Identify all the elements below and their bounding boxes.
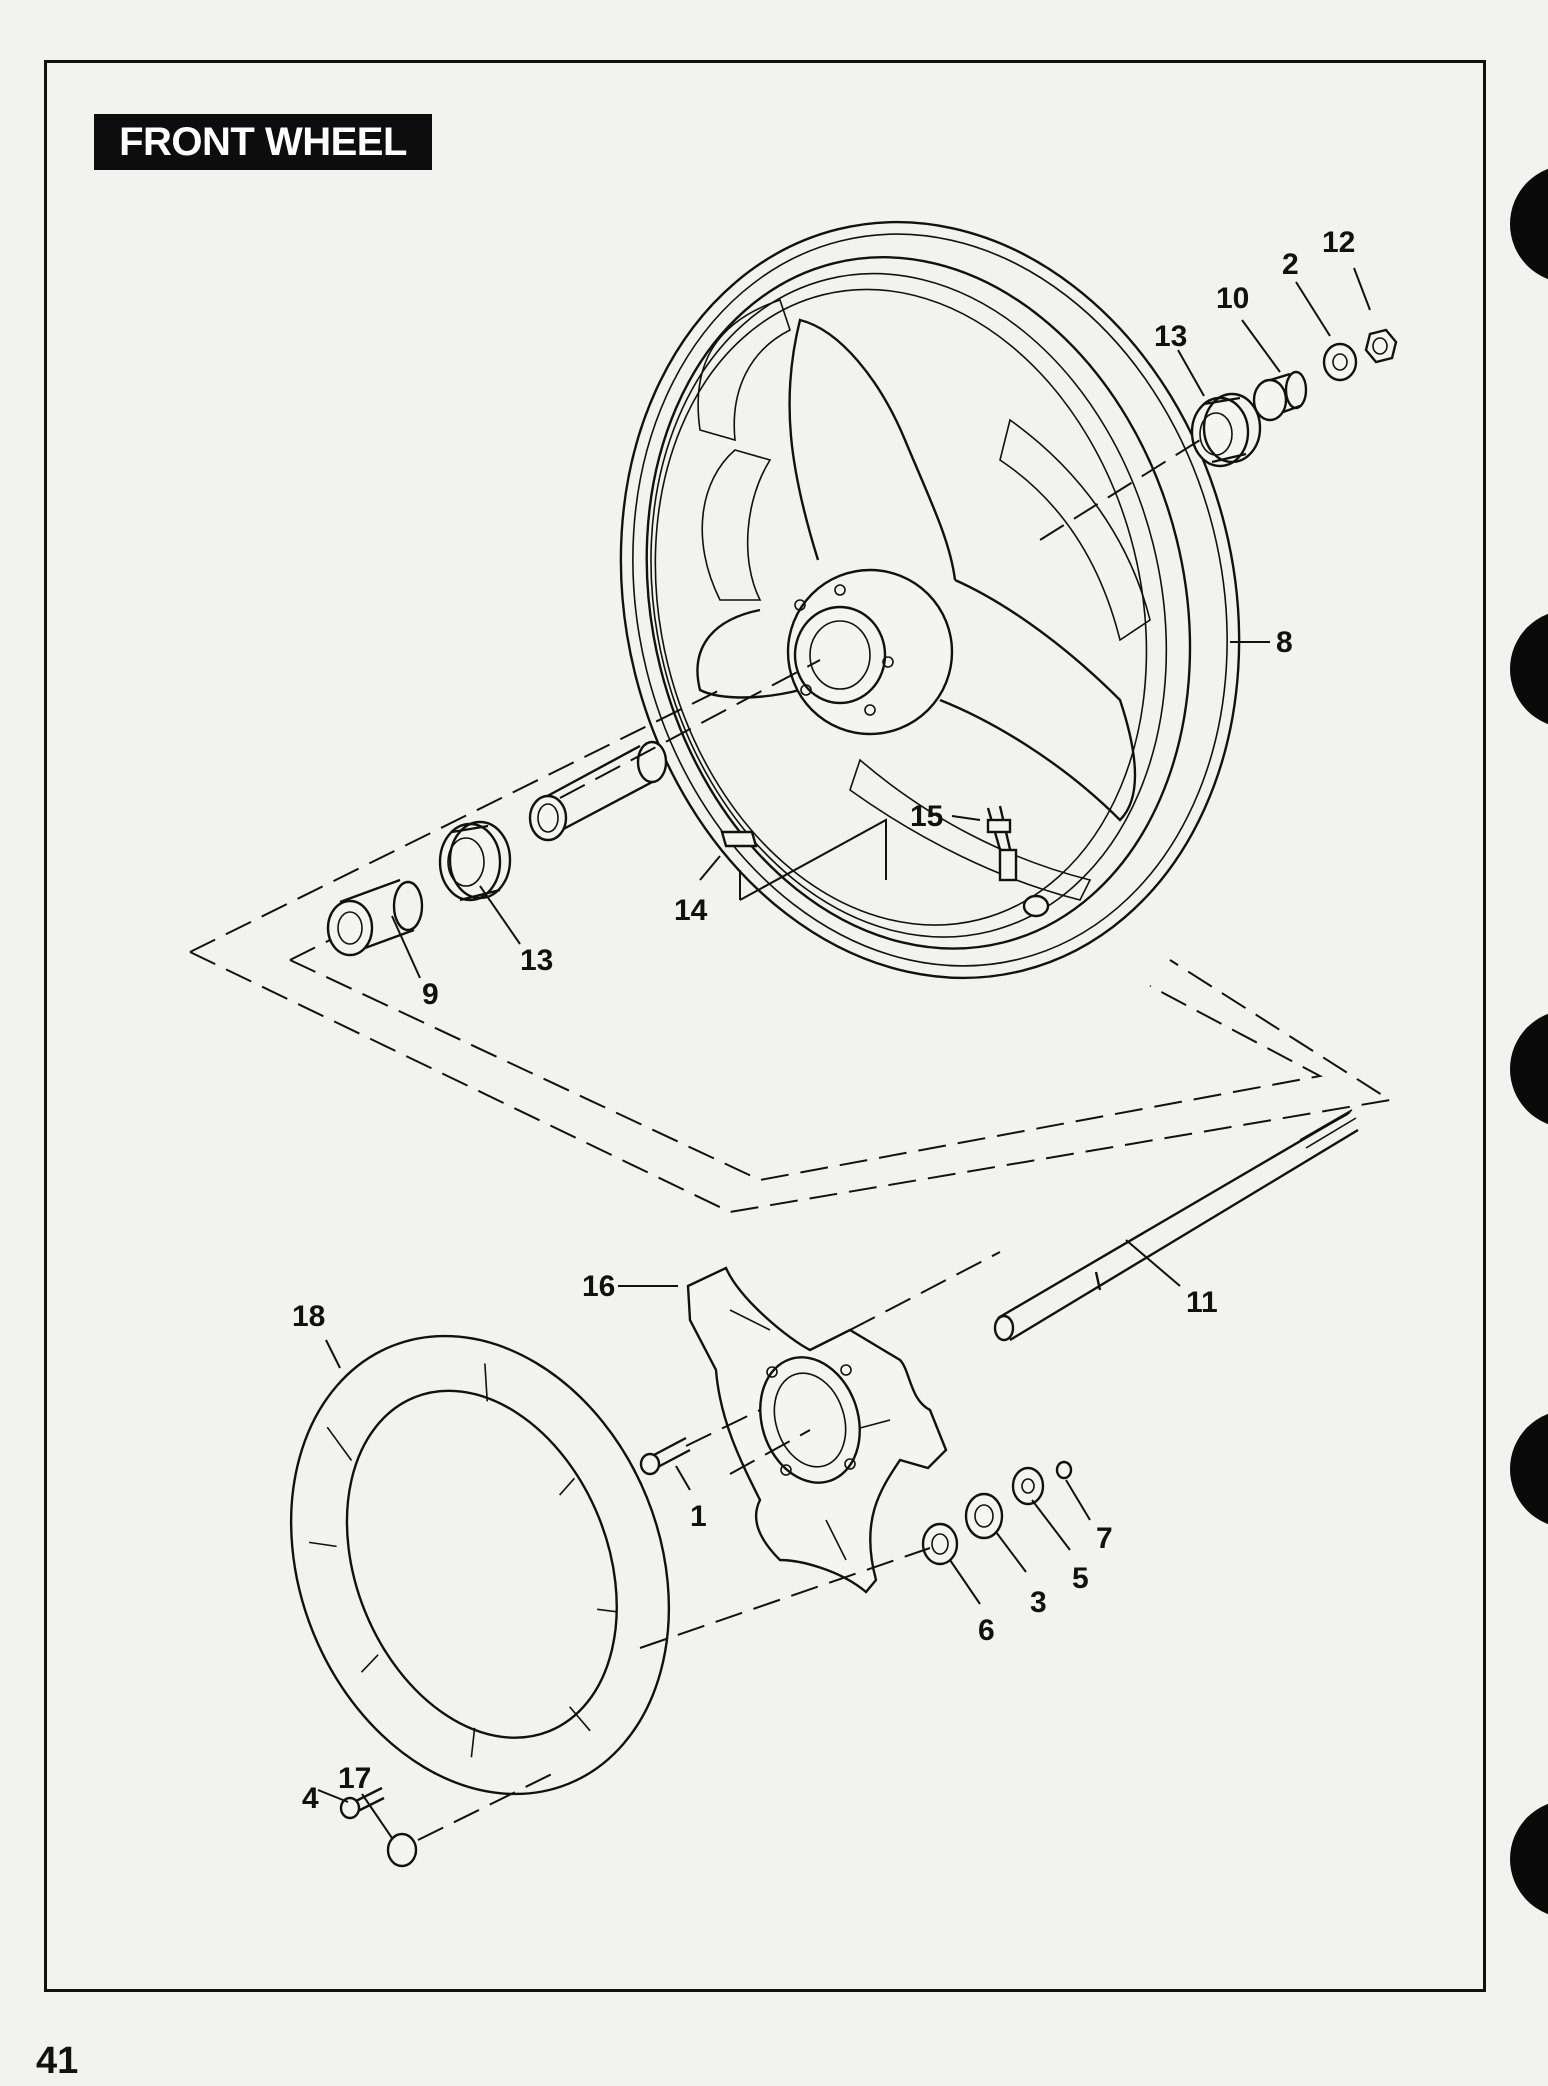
- callout-4: 4: [302, 1782, 319, 1815]
- washer-6: [921, 1522, 959, 1566]
- balance-weight: [720, 830, 758, 848]
- page-number: 41: [36, 2040, 79, 2082]
- axis-line: [1039, 439, 1201, 541]
- washer-3: [964, 1492, 1004, 1540]
- washer-5: [1011, 1466, 1045, 1506]
- callout-18: 18: [292, 1300, 325, 1333]
- wheel-spokes: [696, 298, 1151, 901]
- axis-line: [639, 1547, 931, 1649]
- axis-line: [559, 659, 821, 799]
- nut-7: [1055, 1460, 1073, 1480]
- washer-2: [1322, 342, 1358, 382]
- wheel-rim: [619, 220, 1241, 980]
- bearing-spacer-left: [326, 878, 424, 957]
- wheel-bearing-left: [438, 820, 512, 902]
- rotor-bolt-1: [639, 1436, 691, 1476]
- diagram-frame: [44, 60, 1486, 1992]
- callout-3: 3: [1030, 1586, 1047, 1619]
- axis-line: [729, 1429, 811, 1475]
- wheel-bearing-right: [1190, 392, 1262, 468]
- callout-1: 1: [690, 1500, 707, 1533]
- wheel-hub: [786, 568, 954, 736]
- assembly-outline: [189, 689, 721, 953]
- callout-7: 7: [1096, 1522, 1113, 1555]
- callout-10: 10: [1216, 282, 1249, 315]
- callout-2: 2: [1282, 248, 1299, 281]
- callout-13-left: 13: [520, 944, 553, 977]
- spacer-17: [386, 1832, 418, 1868]
- valve-stem: [986, 805, 1050, 918]
- assembly-outline: [189, 951, 1393, 1214]
- callout-9: 9: [422, 978, 439, 1011]
- bearing-spacer-right: [1252, 370, 1308, 422]
- assembly-outline: [289, 959, 1324, 1182]
- callout-14: 14: [674, 894, 708, 927]
- callout-15: 15: [910, 800, 943, 833]
- callout-17: 17: [338, 1762, 371, 1795]
- callout-12: 12: [1322, 226, 1355, 259]
- weight-bracket: [739, 818, 887, 901]
- callout-11: 11: [1186, 1286, 1218, 1319]
- diagram-title: FRONT WHEEL: [94, 114, 432, 170]
- assembly-outline: [289, 939, 331, 961]
- callout-13-right: 13: [1154, 320, 1187, 353]
- axis-line: [417, 1769, 561, 1841]
- callout-5: 5: [1072, 1562, 1089, 1595]
- callout-6: 6: [978, 1614, 995, 1647]
- axle-spacer: [528, 740, 668, 842]
- disc-carrier: [686, 1266, 948, 1594]
- axle-nut: [1364, 328, 1398, 364]
- callout-16: 16: [582, 1270, 615, 1303]
- callout-8: 8: [1276, 626, 1293, 659]
- axis-line: [685, 1409, 761, 1447]
- axis-line: [849, 1251, 1001, 1331]
- leader-lines: [317, 267, 1371, 1839]
- brake-disc: [289, 1334, 671, 1796]
- front-axle: [993, 1109, 1359, 1342]
